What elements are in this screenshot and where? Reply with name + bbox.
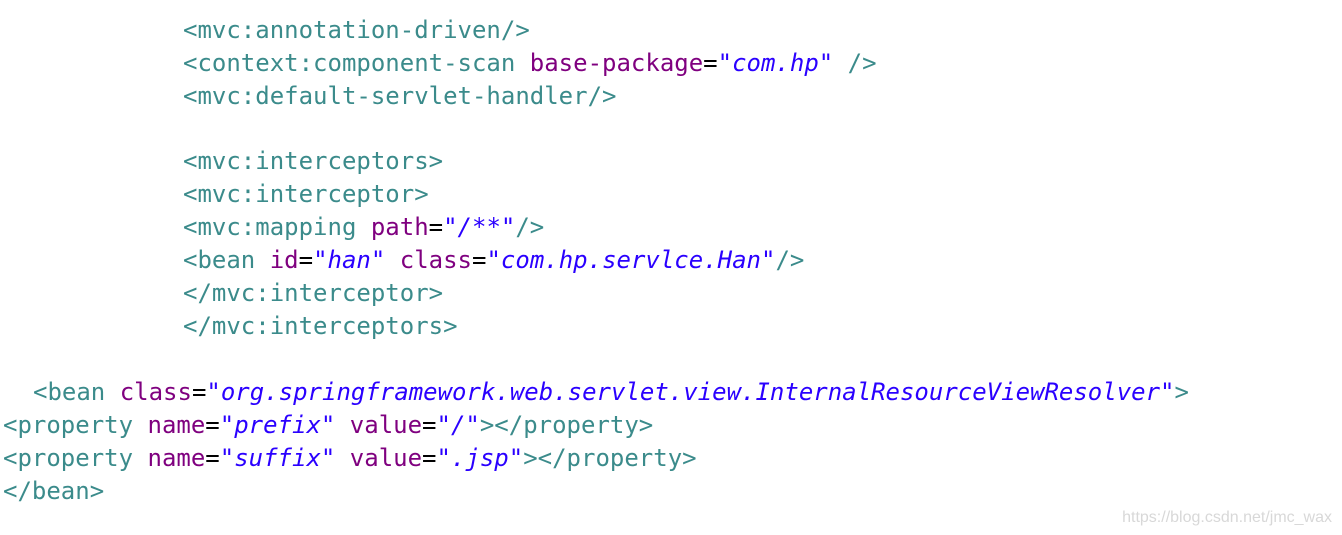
code-token-val: "/" [436,411,480,439]
code-token-tag: > [1174,378,1189,406]
code-token-attr: base-package [529,49,704,77]
code-token-tag: <bean [33,378,120,406]
code-token-eq: = [205,411,220,439]
code-token-eq: = [298,246,314,274]
code-token-eq: = [205,444,220,472]
code-token-attr: path [370,213,429,241]
code-token-tag: <mvc:default-servlet-handler/> [183,82,617,110]
code-token-tag: ></property> [523,444,697,472]
code-token-tag: <mvc:interceptor> [183,180,429,208]
code-token-attr: name [147,411,206,439]
code-token-val: "han" [313,246,386,274]
code-token-tag: /> [775,246,805,274]
code-token-eq: = [191,378,207,406]
code-line: <context:component-scan base-package="co… [183,47,877,80]
code-token-tag: <context:component-scan [183,49,530,77]
code-line: </mvc:interceptor> [183,277,443,310]
code-token-attr: class [385,246,473,274]
watermark-text: https://blog.csdn.net/jmc_wax [1122,509,1332,526]
code-token-val: "suffix" [219,444,336,472]
code-line: </mvc:interceptors> [183,310,458,343]
code-token-tag: ></property> [479,411,654,439]
code-token-tag: <mvc:interceptors> [183,147,444,175]
code-token-tag: /> [515,213,545,241]
code-token-val: "com.hp" [717,49,834,77]
code-token-eq: = [422,411,437,439]
code-token-tag: </mvc:interceptors> [183,312,458,340]
code-token-eq: = [703,49,718,77]
code-token-attr: value [335,444,423,472]
code-token-eq: = [428,213,444,241]
code-line: </bean> [3,475,104,508]
code-token-val: "prefix" [219,411,336,439]
code-token-eq: = [472,246,487,274]
code-line: <mvc:interceptors> [183,145,443,178]
code-token-attr: value [335,411,423,439]
code-token-eq: = [422,444,437,472]
code-token-tag: </mvc:interceptor> [183,279,444,307]
code-token-attr: id [269,246,299,274]
code-token-val: "org.springframework.web.servlet.view.In… [206,378,1175,406]
code-line: <bean id="han" class="com.hp.servlce.Han… [183,244,804,277]
code-line: <mvc:annotation-driven/> [183,14,530,47]
code-line: <mvc:interceptor> [183,178,429,211]
code-line: <bean class="org.springframework.web.ser… [33,376,1189,409]
code-token-tag: <bean [183,246,270,274]
code-token-attr: name [147,444,206,472]
code-token-tag: <property [3,411,148,439]
code-token-val: "com.hp.servlce.Han" [486,246,776,274]
code-line: <mvc:mapping path="/**"/> [183,211,544,244]
code-token-val: "/**" [443,213,516,241]
code-token-tag: <mvc:annotation-driven/> [183,16,530,44]
code-token-tag: </bean> [3,477,105,505]
code-token-val: ".jsp" [436,444,524,472]
code-line: <property name="suffix" value=".jsp"></p… [3,442,697,475]
code-token-tag: <mvc:mapping [183,213,371,241]
code-line: <mvc:default-servlet-handler/> [183,80,616,113]
code-token-tag: /> [833,49,877,77]
code-line: <property name="prefix" value="/"></prop… [3,409,653,442]
code-token-tag: <property [3,444,148,472]
code-token-attr: class [119,378,192,406]
